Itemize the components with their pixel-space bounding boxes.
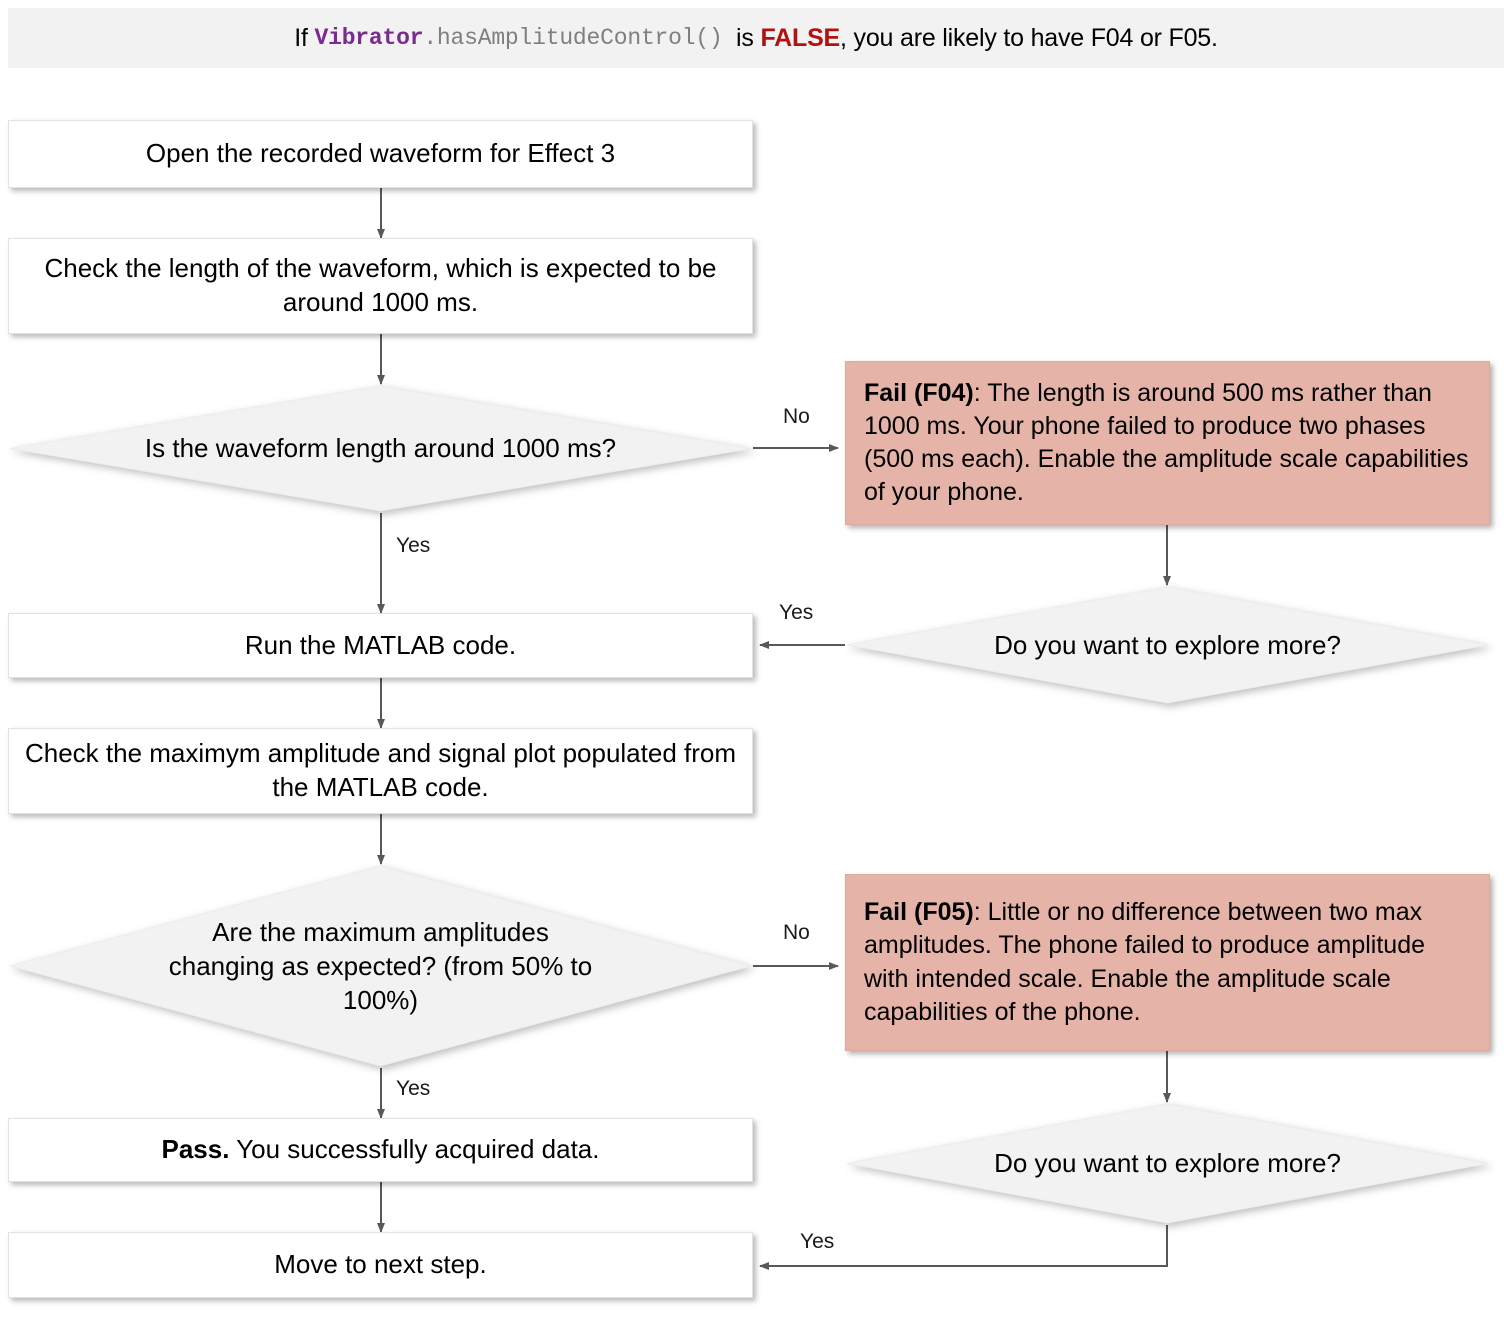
- process-pass-rest: You successfully acquired data.: [229, 1134, 600, 1165]
- process-check-amplitude[interactable]: Check the maximym amplitude and signal p…: [8, 728, 753, 814]
- banner-middle: is: [722, 23, 761, 52]
- edge-label-yes-explore-2: Yes: [800, 1230, 835, 1253]
- process-check-length[interactable]: Check the length of the waveform, which …: [8, 238, 753, 334]
- process-check-amplitude-label: Check the maximym amplitude and signal p…: [24, 738, 737, 802]
- fail-box-f05[interactable]: Fail (F05): Little or no difference betw…: [845, 874, 1490, 1051]
- decision-waveform-length[interactable]: Is the waveform length around 1000 ms?: [8, 384, 753, 513]
- decision-explore-more-1-shape: [846, 586, 1489, 704]
- process-open-waveform-label: Open the recorded waveform for Effect 3: [145, 138, 616, 169]
- edge-label-no-1: No: [783, 405, 810, 428]
- header-banner: If Vibrator.hasAmplitudeControl() is FAL…: [8, 8, 1504, 68]
- decision-amplitudes-changing-shape: [8, 865, 753, 1067]
- process-pass-bold: Pass.: [161, 1134, 230, 1165]
- banner-suffix: , you are likely to have F04 or F05.: [840, 23, 1218, 52]
- decision-explore-more-1[interactable]: Do you want to explore more?: [845, 585, 1490, 705]
- fail-box-f05-text: Fail (F05): Little or no difference betw…: [864, 896, 1473, 1029]
- process-run-matlab-label: Run the MATLAB code.: [244, 629, 517, 660]
- fail-box-f04-text: Fail (F04): The length is around 500 ms …: [864, 377, 1473, 510]
- fail-box-f05-bold: Fail (F05): [864, 898, 974, 926]
- banner-false-word: FALSE: [760, 23, 841, 52]
- decision-explore-more-2[interactable]: Do you want to explore more?: [845, 1102, 1490, 1225]
- banner-method-name: .hasAmplitudeControl(): [423, 25, 723, 51]
- banner-class-name: Vibrator: [314, 25, 424, 51]
- decision-waveform-length-shape: [9, 385, 752, 512]
- process-run-matlab[interactable]: Run the MATLAB code.: [8, 613, 753, 678]
- fail-box-f05-rest: : Little or no difference between two ma…: [864, 898, 1426, 1026]
- edge-label-yes-2: Yes: [396, 1077, 431, 1100]
- decision-amplitudes-changing[interactable]: Are the maximum amplitudes changing as e…: [8, 864, 753, 1068]
- fail-box-f04-bold: Fail (F04): [864, 378, 974, 407]
- process-move-next-step[interactable]: Move to next step.: [8, 1232, 753, 1298]
- process-pass[interactable]: Pass. You successfully acquired data.: [8, 1118, 753, 1182]
- process-move-next-step-label: Move to next step.: [274, 1249, 487, 1280]
- edge-label-no-2: No: [783, 921, 810, 944]
- fail-box-f04[interactable]: Fail (F04): The length is around 500 ms …: [845, 361, 1490, 525]
- edge-label-yes-explore-1: Yes: [779, 601, 814, 624]
- process-check-length-label: Check the length of the waveform, which …: [44, 253, 717, 317]
- process-pass-label: Pass. You successfully acquired data.: [162, 1133, 600, 1167]
- decision-explore-more-2-shape: [846, 1103, 1489, 1224]
- fail-box-f04-rest: : The length is around 500 ms rather tha…: [864, 378, 1469, 507]
- edge-label-yes-1: Yes: [396, 534, 431, 557]
- process-open-waveform[interactable]: Open the recorded waveform for Effect 3: [8, 120, 753, 188]
- banner-prefix: If: [294, 23, 315, 52]
